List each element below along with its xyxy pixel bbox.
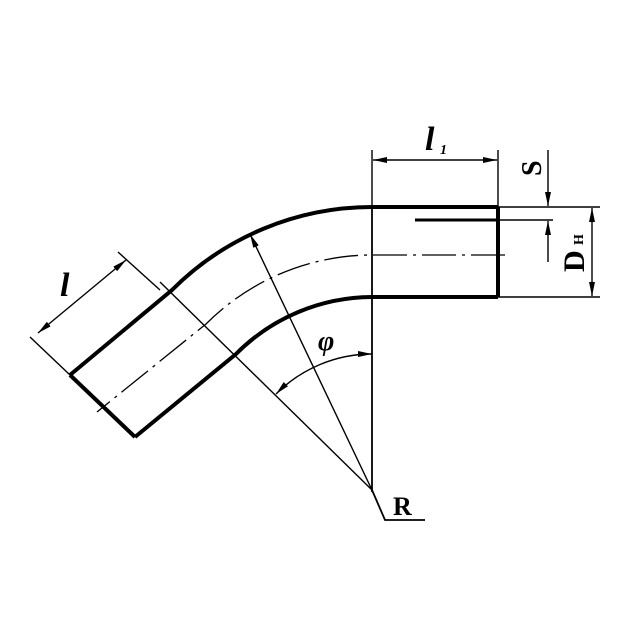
- radius-dimension-line: [249, 233, 373, 491]
- label-dh-subscript: Н: [572, 234, 587, 245]
- bend-end-radius-line: [159, 281, 373, 491]
- dimension-l: [29, 251, 161, 376]
- dimension-l1: [371, 150, 499, 207]
- radius-construction: [159, 207, 425, 521]
- label-r: R: [393, 492, 412, 521]
- label-l1-subscript: 1: [440, 143, 447, 158]
- inner-wall: [133, 295, 498, 439]
- centerline: [96, 254, 505, 413]
- dimension-s: [498, 150, 600, 262]
- left-end: [68, 373, 137, 439]
- angle-arc: [275, 351, 373, 395]
- label-l1: l: [425, 121, 435, 158]
- label-s: S: [517, 160, 548, 176]
- pipe-outline: [68, 205, 500, 439]
- radius-leader: [371, 489, 425, 521]
- label-dh: D: [558, 250, 591, 272]
- label-l: l: [60, 267, 70, 304]
- dimension-dh: [498, 208, 600, 298]
- label-phi: φ: [318, 326, 334, 357]
- outer-wall: [68, 205, 498, 377]
